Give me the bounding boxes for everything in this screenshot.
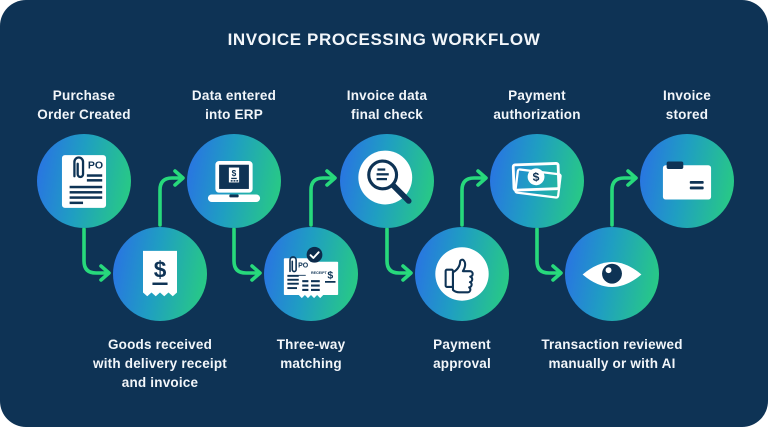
step-invoice-final-check: Invoice data final check xyxy=(302,84,472,228)
step-goods-received: $ Goods received with delivery receipt a… xyxy=(75,227,245,392)
arrow-step7-to-step8 xyxy=(535,227,563,282)
step-circle: PO xyxy=(37,134,131,228)
check-badge xyxy=(306,246,323,263)
step-circle xyxy=(415,227,509,321)
laptop-erp-icon: $ xyxy=(207,160,261,202)
arrow-step5-to-step6 xyxy=(385,227,413,282)
step-label: Invoice data final check xyxy=(346,88,428,122)
po-document-icon: PO xyxy=(61,155,107,208)
step-invoice-stored: Invoice stored xyxy=(602,84,768,228)
banknotes-icon: $ xyxy=(511,162,562,199)
arrow-step8-to-step9 xyxy=(610,169,638,227)
step-payment-approval: Payment approval xyxy=(377,227,547,373)
step-label: Three-way matching xyxy=(276,337,346,371)
step-label: Purchase Order Created xyxy=(37,88,131,122)
po-text: PO xyxy=(298,262,309,269)
po-text: PO xyxy=(88,160,103,172)
folder-icon xyxy=(662,161,712,200)
arrow-step6-to-step7 xyxy=(460,169,488,227)
three-way-matching-icon: PO RECEIPT $ xyxy=(283,246,339,299)
step-circle: $ xyxy=(490,134,584,228)
step-circle: $ xyxy=(187,134,281,228)
step-label: Payment approval xyxy=(433,337,491,371)
arrow-step4-to-step5 xyxy=(309,169,337,227)
step-circle xyxy=(565,227,659,321)
step-purchase-order-created: Purchase Order Created PO xyxy=(0,84,169,228)
step-label: Transaction reviewed manually or with AI xyxy=(541,337,683,371)
step-circle: PO RECEIPT $ xyxy=(264,227,358,321)
dollar-receipt-icon: $ xyxy=(143,250,177,296)
dollar-text: $ xyxy=(232,167,237,177)
step-data-entered-erp: Data entered into ERP $ xyxy=(149,84,319,228)
step-circle xyxy=(340,134,434,228)
dollar-text: $ xyxy=(154,256,167,282)
eye-icon xyxy=(582,261,642,287)
diagram-title: INVOICE PROCESSING WORKFLOW xyxy=(227,30,541,49)
receipt-text: RECEIPT xyxy=(311,271,328,275)
checkmark-glyph xyxy=(309,251,320,259)
step-circle xyxy=(640,134,734,228)
step-payment-authorization: Payment authorization $ xyxy=(452,84,622,228)
step-label: Goods received with delivery receipt and… xyxy=(93,337,227,390)
dollar-text: $ xyxy=(327,269,333,281)
step-three-way-matching: PO RECEIPT $ Three-way matching xyxy=(226,227,396,373)
paperclip-glyph xyxy=(73,156,85,179)
magnifier-icon xyxy=(358,150,413,205)
step-transaction-reviewed: Transaction reviewed manually or with AI xyxy=(527,227,697,373)
paperclip-glyph xyxy=(289,256,297,273)
step-label: Data entered into ERP xyxy=(191,88,277,122)
step-label: Payment authorization xyxy=(493,88,581,122)
step-label: Invoice stored xyxy=(663,88,711,122)
step-circle: $ xyxy=(113,227,207,321)
dollar-text: $ xyxy=(532,170,539,184)
arrow-step1-to-step2 xyxy=(82,227,111,282)
thumbs-up-icon xyxy=(435,247,489,301)
arrow-step2-to-step3 xyxy=(158,169,185,227)
arrow-step3-to-step4 xyxy=(232,227,262,282)
